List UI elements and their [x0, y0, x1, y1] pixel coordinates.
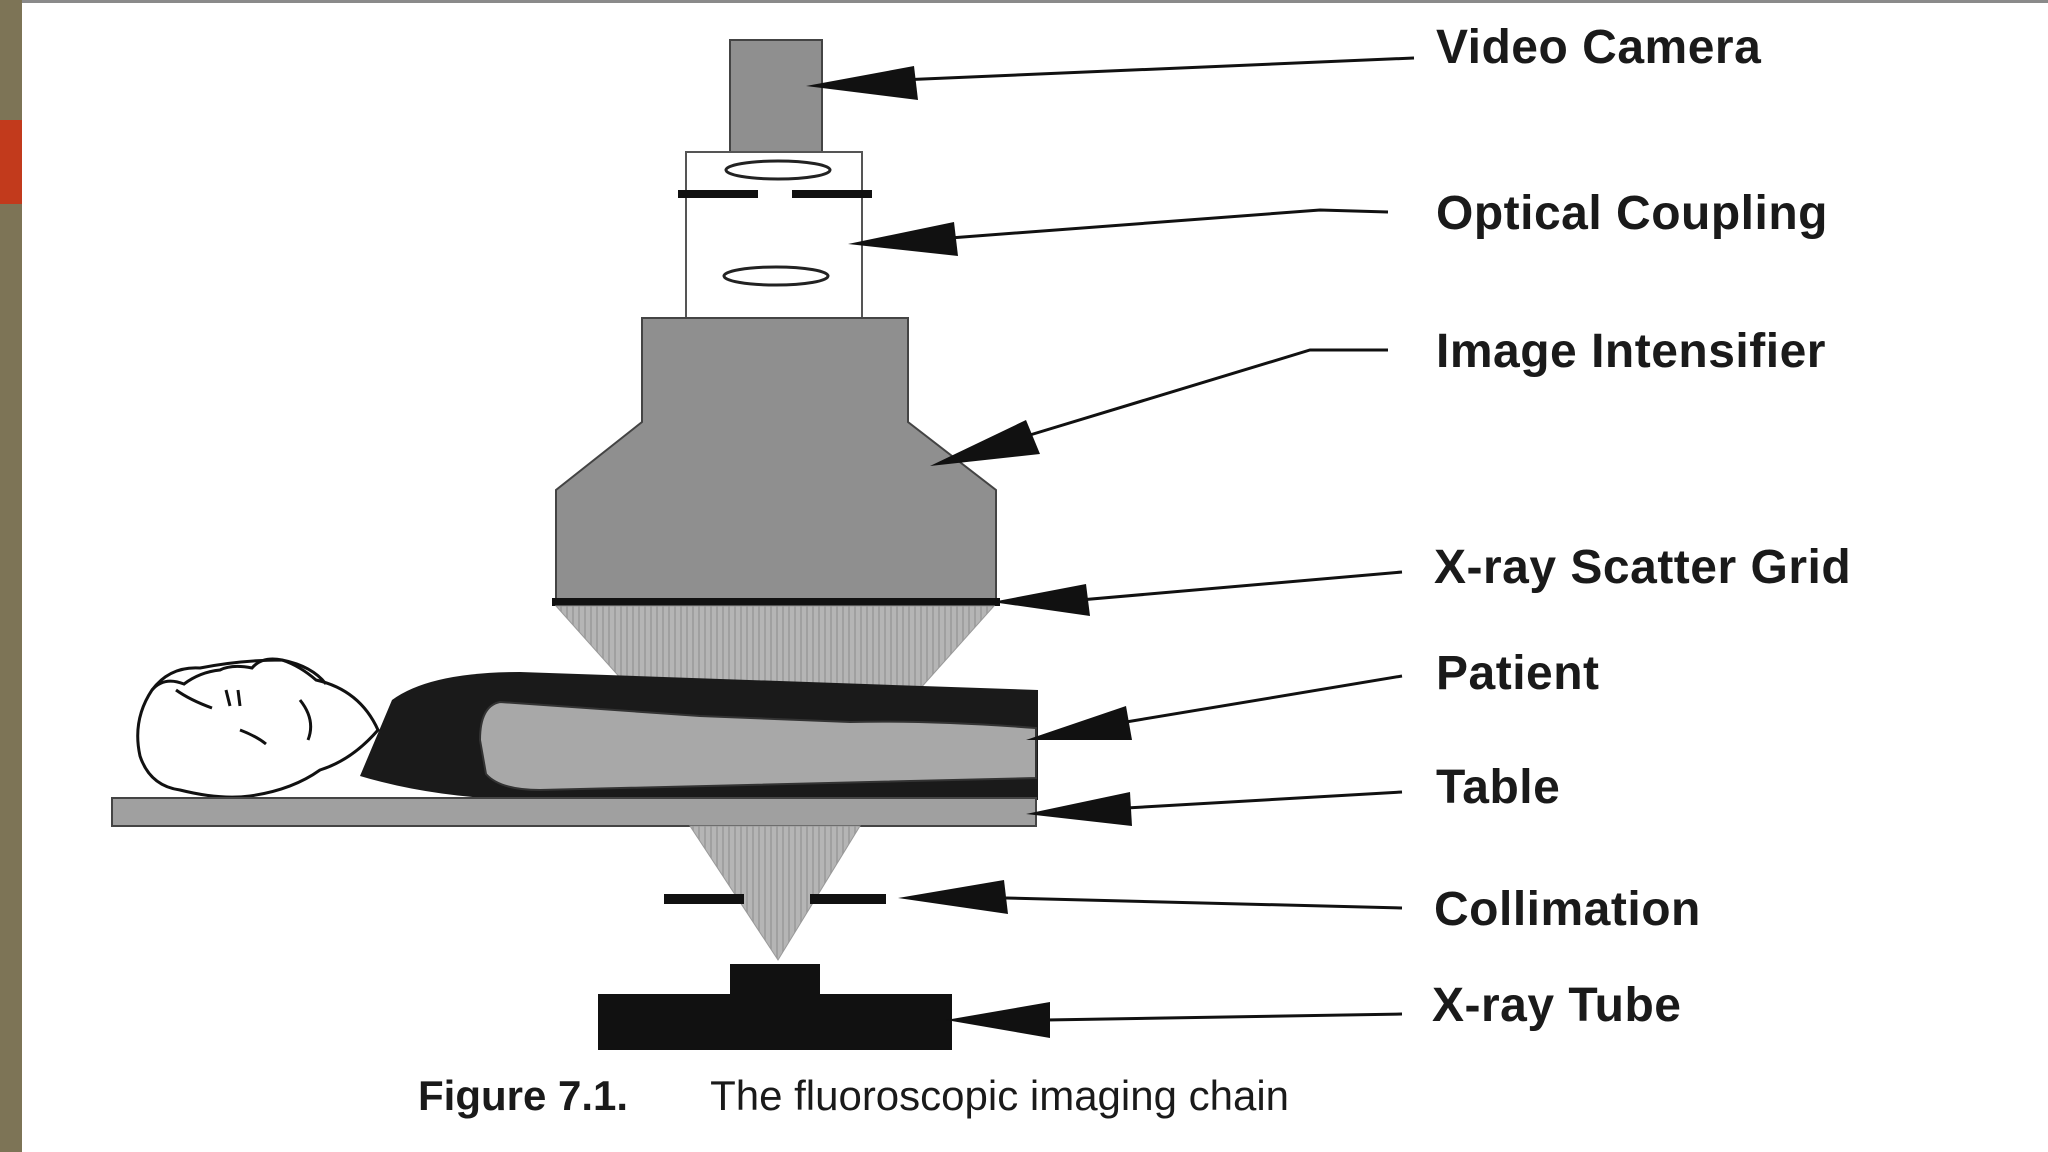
label-patient: Patient	[1436, 647, 1600, 700]
label-table: Table	[1436, 761, 1561, 814]
label-xray-tube: X-ray Tube	[1432, 979, 1682, 1032]
arrowhead-xray-tube	[946, 1002, 1050, 1038]
slide-top-border	[22, 0, 2048, 3]
patient-table	[111, 797, 1037, 827]
arrowhead-optical-coupling	[848, 222, 958, 256]
label-video-camera: Video Camera	[1436, 21, 1762, 74]
arrowheads	[806, 66, 1132, 1038]
leader-table	[1125, 790, 1403, 810]
figure-caption: Figure 7.1. The fluoroscopic imaging chai…	[418, 1072, 1289, 1120]
scatter-grid	[552, 598, 1000, 606]
patient-face-detail	[175, 688, 313, 746]
arrowhead-collimation	[898, 880, 1008, 914]
label-collimation: Collimation	[1434, 883, 1701, 936]
image-intensifier-body	[555, 317, 997, 601]
optical-lens-lower	[722, 265, 830, 287]
leader-image-intensifier	[1019, 348, 1388, 440]
patient-torso-inner	[478, 700, 1037, 792]
leader-xray-tube	[1045, 1012, 1403, 1022]
optical-lens-upper	[724, 159, 832, 181]
arrowhead-video-camera	[806, 66, 918, 100]
arrowhead-image-intensifier	[930, 420, 1040, 466]
video-camera-body	[729, 39, 823, 153]
leader-optical-coupling	[949, 208, 1389, 240]
arrowhead-patient	[1026, 706, 1132, 740]
patient-head	[136, 657, 380, 799]
leader-video-camera	[899, 56, 1415, 82]
label-scatter-grid: X-ray Scatter Grid	[1434, 541, 1852, 594]
optical-aperture-right	[792, 190, 872, 198]
arrowhead-scatter-grid	[992, 584, 1090, 616]
label-optical-coupling: Optical Coupling	[1436, 187, 1828, 240]
label-image-intensifier: Image Intensifier	[1436, 325, 1826, 378]
leader-collimation	[1005, 896, 1403, 910]
figure-number: Figure 7.1.	[418, 1072, 629, 1119]
slide-side-bar	[0, 0, 22, 1152]
leader-lines	[899, 56, 1415, 1022]
xray-tube-body	[598, 994, 952, 1050]
collimator-right	[810, 894, 886, 904]
patient-hair	[150, 658, 328, 691]
collimator-left	[664, 894, 744, 904]
leader-patient	[1125, 674, 1403, 724]
xray-tube-port	[730, 964, 820, 994]
arrowhead-table	[1026, 792, 1132, 826]
figure-caption-text: The fluoroscopic imaging chain	[710, 1072, 1290, 1119]
optical-aperture-left	[678, 190, 758, 198]
leader-scatter-grid	[1079, 570, 1403, 602]
slide-accent-mark	[0, 120, 22, 204]
xray-beam-lower	[689, 825, 861, 961]
